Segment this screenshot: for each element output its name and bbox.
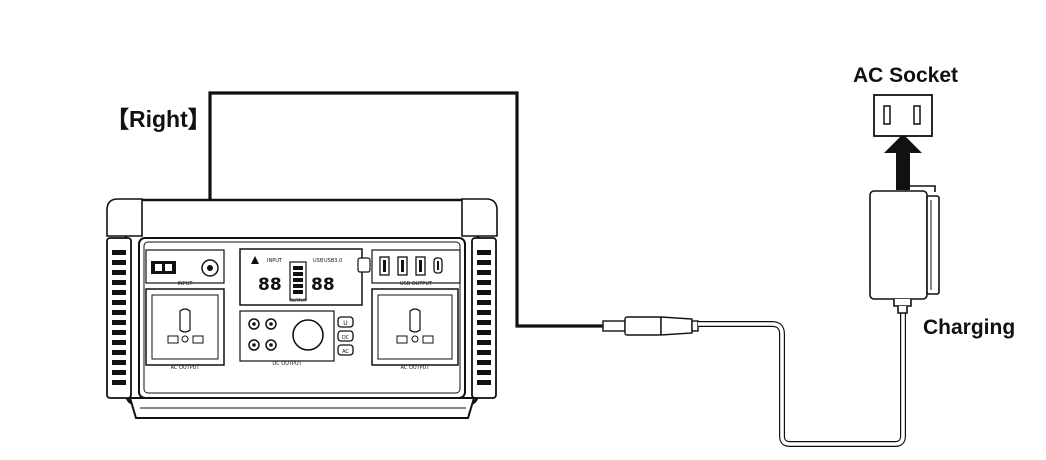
- usb-output-panel: USB OUTPUT: [357, 249, 461, 287]
- ac-outlet-left: AC OUTPUT: [145, 288, 225, 371]
- svg-text:AC: AC: [342, 349, 349, 355]
- right-vents: [477, 250, 491, 385]
- ac-output-right-label: AC OUTPUT: [401, 365, 431, 371]
- left-vents: [112, 250, 126, 385]
- input-cable: [208, 91, 604, 328]
- display-usb-text: USB: [313, 258, 324, 264]
- right-side-label: 【Right】: [106, 106, 211, 132]
- ac-outlet-right: AC OUTPUT: [371, 288, 459, 371]
- display-usb-level: USB3.0: [324, 258, 342, 264]
- dc-plug: [602, 316, 699, 336]
- ac-button: [337, 344, 354, 356]
- svg-text:U: U: [343, 320, 347, 327]
- dc-button: [337, 330, 354, 342]
- svg-text:DC: DC: [342, 335, 350, 341]
- dc-output-panel: DC OUTPUT: [239, 310, 335, 367]
- dc-output-label: DC OUTPUT: [272, 361, 302, 367]
- ac-output-left-label: AC OUTPUT: [171, 365, 201, 371]
- display-digits-right: 88: [311, 275, 335, 295]
- display-digits-left: 88: [258, 275, 282, 295]
- usb-output-label: USB OUTPUT: [400, 281, 433, 287]
- upward-arrow-shaft: [896, 152, 910, 190]
- upward-arrow-icon: [884, 134, 922, 153]
- input-panel-label: INPUT: [178, 281, 194, 287]
- power-adapter: [869, 185, 940, 314]
- charging-label: Charging: [923, 316, 1016, 339]
- adapter-cable: [698, 306, 906, 447]
- input-panel: INPUT: [145, 249, 225, 287]
- warning-icon: [251, 256, 259, 264]
- power-button: [337, 316, 354, 328]
- control-buttons: U DC AC: [337, 316, 354, 356]
- display-input-text: INPUT: [267, 258, 283, 264]
- display-output-text: OUTPUT: [290, 298, 307, 303]
- ac-socket-icon: [873, 94, 933, 137]
- ac-socket-label: AC Socket: [853, 64, 959, 87]
- car-port: [292, 319, 324, 351]
- lcd-display: INPUT 88 USB USB3.0 88 OUTPUT: [239, 248, 363, 306]
